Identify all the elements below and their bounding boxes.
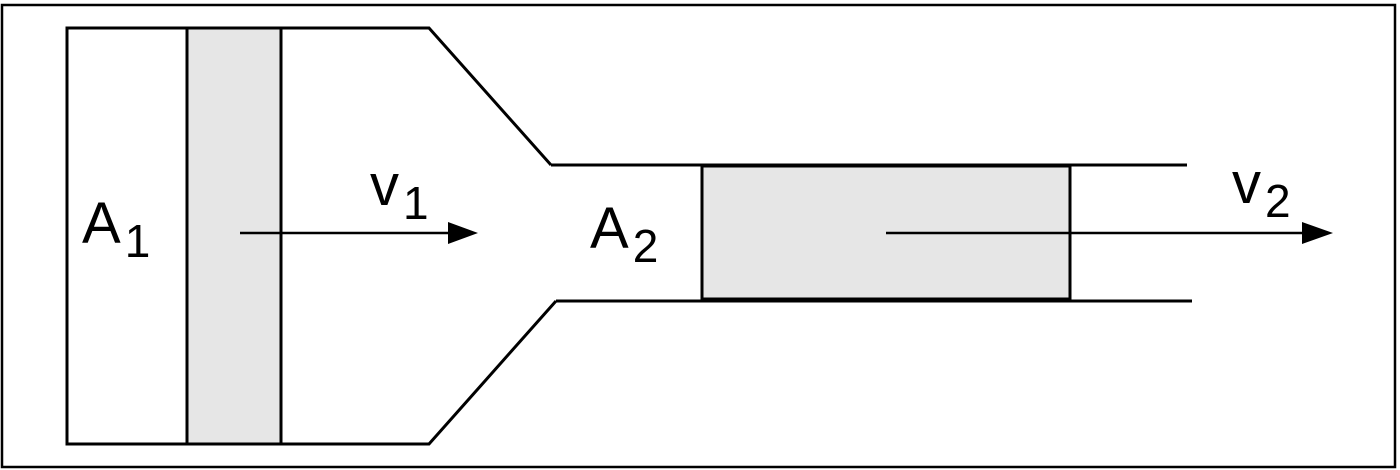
area-2-subscript: 2 bbox=[633, 220, 659, 272]
figure-frame bbox=[0, 3, 1397, 469]
velocity-1-symbol: v bbox=[370, 153, 399, 218]
area-2-label: A2 bbox=[590, 196, 658, 272]
area-1-symbol: A bbox=[82, 191, 121, 256]
velocity-arrow-1-head bbox=[448, 222, 478, 244]
area-1-subscript: 1 bbox=[125, 215, 151, 267]
velocity-1-label: v1 bbox=[370, 153, 429, 229]
fluid-element-wide bbox=[187, 28, 281, 444]
velocity-2-subscript: 2 bbox=[1265, 175, 1291, 227]
pipe-wide-section bbox=[65, 26, 558, 446]
velocity-1-subscript: 1 bbox=[403, 177, 429, 229]
velocity-2-symbol: v bbox=[1232, 151, 1261, 216]
velocity-2-label: v2 bbox=[1232, 151, 1291, 227]
area-2-symbol: A bbox=[590, 196, 629, 261]
velocity-arrow-2-head bbox=[1302, 222, 1333, 244]
area-1-label: A1 bbox=[82, 191, 150, 267]
